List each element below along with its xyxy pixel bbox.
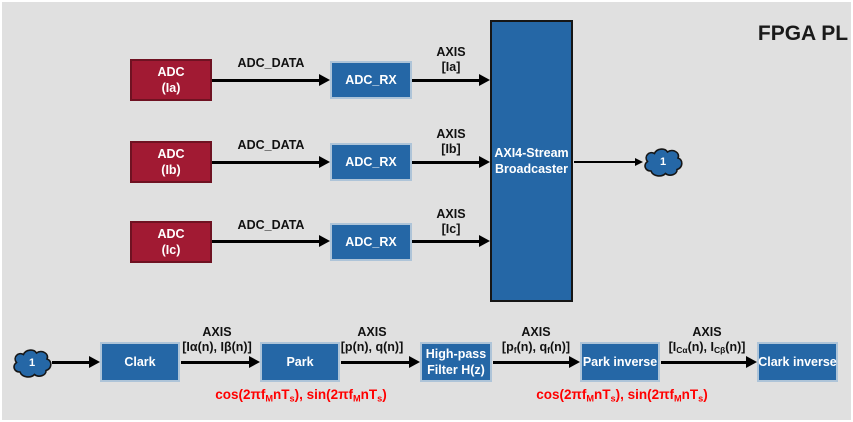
highpass-filter-block: High-pass Filter H(z) xyxy=(420,342,492,382)
arrow-clark-to-park xyxy=(181,356,260,368)
arrow-filter-to-park-inverse xyxy=(493,356,580,368)
modulation-formula-park: cos(2πfMnTs), sin(2πfMnTs) xyxy=(215,387,387,404)
axis-label-pq: AXIS [p(n), q(n)] xyxy=(340,325,404,354)
bus-label-ic: ADC_DATA xyxy=(237,218,305,232)
arrow-rx-ib-to-broadcaster xyxy=(412,156,490,168)
bus-label-ia: ADC_DATA xyxy=(237,56,305,70)
arrow-rx-ic-to-broadcaster xyxy=(412,235,490,247)
adc-rx-ia-label: ADC_RX xyxy=(345,73,397,87)
adc-ic-label-line2: (Ic) xyxy=(161,243,181,257)
cloud-icon xyxy=(13,349,52,378)
arrow-park-inverse-to-clark-inverse xyxy=(661,356,757,368)
adc-ib-block: ADC (Ib) xyxy=(130,141,212,183)
adc-ia-block: ADC (Ia) xyxy=(130,59,212,101)
highpass-filter-label-line2: Filter H(z) xyxy=(427,363,485,377)
adc-rx-ib-label: ADC_RX xyxy=(345,155,397,169)
arrow-cloud-to-clark xyxy=(52,356,100,368)
adc-ib-label-line1: ADC xyxy=(157,147,185,161)
arrow-adc-ic-to-rx xyxy=(212,235,330,247)
page-title: FPGA PL xyxy=(757,22,849,45)
adc-ia-label-line2: (Ia) xyxy=(161,81,181,95)
axis-label-pf-qf: AXIS [pf(n), qf(n)] xyxy=(501,325,571,356)
modulation-formula-park-inverse: cos(2πfMnTs), sin(2πfMnTs) xyxy=(536,387,708,404)
axis-label-ia: AXIS [Ia] xyxy=(436,45,466,74)
axis-label-alpha-beta: AXIS [Iα(n), Iβ(n)] xyxy=(182,325,252,354)
adc-ic-block: ADC (Ic) xyxy=(130,221,212,263)
highpass-filter-label-line1: High-pass xyxy=(425,347,487,361)
arrow-adc-ib-to-rx xyxy=(212,156,330,168)
broadcaster-label-line2: Broadcaster xyxy=(495,162,568,176)
axis-label-ic: AXIS [Ic] xyxy=(436,207,466,236)
cloud-top-number: 1 xyxy=(659,155,667,168)
park-inverse-block: Park inverse xyxy=(580,342,660,382)
arrow-rx-ia-to-broadcaster xyxy=(412,74,490,86)
clark-block: Clark xyxy=(100,342,180,382)
arrow-adc-ia-to-rx xyxy=(212,74,330,86)
adc-ia-label-line1: ADC xyxy=(157,65,185,79)
park-block: Park xyxy=(260,342,340,382)
adc-rx-ib-block: ADC_RX xyxy=(330,143,412,181)
connector-cloud-top: 1 xyxy=(641,146,685,179)
adc-ib-label-line2: (Ib) xyxy=(161,163,181,177)
adc-ic-label-line1: ADC xyxy=(157,227,185,241)
axis-label-ica-icb: AXIS [ICα(n), ICβ(n)] xyxy=(668,325,746,356)
clark-label: Clark xyxy=(124,355,156,369)
cloud-icon xyxy=(644,148,683,177)
adc-rx-ic-label: ADC_RX xyxy=(345,235,397,249)
axi4-stream-broadcaster-block: AXI4-Stream Broadcaster xyxy=(490,20,573,302)
adc-rx-ic-block: ADC_RX xyxy=(330,223,412,261)
broadcaster-label-line1: AXI4-Stream xyxy=(494,146,569,160)
park-label: Park xyxy=(286,355,314,369)
cloud-bottom-number: 1 xyxy=(28,356,36,369)
clark-inverse-block: Clark inverse xyxy=(757,342,838,382)
axis-label-ib: AXIS [Ib] xyxy=(436,127,466,156)
arrow-broadcaster-to-cloud xyxy=(574,157,643,166)
clark-inverse-label: Clark inverse xyxy=(758,355,837,369)
bus-label-ib: ADC_DATA xyxy=(237,138,305,152)
adc-rx-ia-block: ADC_RX xyxy=(330,61,412,99)
park-inverse-label: Park inverse xyxy=(582,355,658,369)
arrow-park-to-filter xyxy=(341,356,420,368)
connector-cloud-bottom: 1 xyxy=(10,347,54,380)
